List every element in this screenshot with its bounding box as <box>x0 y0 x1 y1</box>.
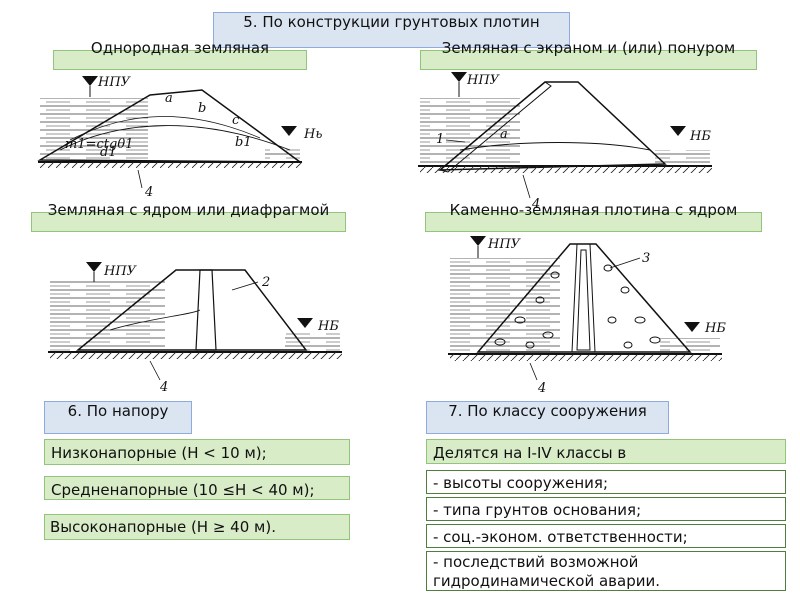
dam-body <box>476 243 692 353</box>
by-head-title: 6. По напору <box>44 401 192 434</box>
label-2: 2 <box>261 275 270 290</box>
label-npu: НПУ <box>487 237 522 252</box>
label-nb: Нь <box>303 127 322 142</box>
npu-marker-icon <box>470 236 486 246</box>
screen-dam-diagram: НПУ НБ 1 a 4 <box>418 72 712 212</box>
foundation-hatch <box>450 354 722 361</box>
core <box>195 269 217 351</box>
type-screen-label: Земляная с экраном и (или) понуром <box>420 39 757 70</box>
type-homogeneous-label: Однородная земляная <box>53 39 307 70</box>
label-4: 4 <box>144 185 153 200</box>
type-rockfill-text: Каменно-земляная плотина с ядром <box>449 201 738 219</box>
type-screen-text: Земляная с экраном и (или) понуром <box>441 39 736 57</box>
rockfill-dam-diagram: НПУ НБ 3 4 <box>448 236 726 396</box>
upstream-water <box>450 258 560 353</box>
label-4: 4 <box>537 381 546 396</box>
class-intro: Делятся на I-IV классы в <box>426 439 786 464</box>
foundation-hatch <box>420 166 712 173</box>
core-outer <box>571 243 596 353</box>
label-npu: НПУ <box>466 73 501 88</box>
type-homogeneous-text: Однородная земляная <box>90 39 270 57</box>
label-c: c <box>232 113 240 128</box>
label-npu: НПУ <box>103 264 138 279</box>
label-b: b <box>198 101 206 116</box>
label-4: 4 <box>159 380 168 395</box>
label-3: 3 <box>642 251 650 266</box>
class-criterion-soil: - типа грунтов основания; <box>426 497 786 521</box>
filtration-line <box>59 125 291 151</box>
class-criterion-height: - высоты сооружения; <box>426 470 786 494</box>
npu-marker-icon <box>451 72 467 82</box>
downstream-water <box>660 338 720 353</box>
class-criterion-social: - соц.-эконом. ответственности; <box>426 524 786 548</box>
nb-marker-icon <box>297 318 313 328</box>
filtration-line <box>109 309 201 331</box>
filtration-line <box>69 116 261 141</box>
nb-marker-icon <box>670 126 686 136</box>
label-b1: b1 <box>235 135 252 150</box>
label-nb: НБ <box>317 319 339 334</box>
class-criterion-accident: - последствий возможной гидродинамическо… <box>426 551 786 591</box>
label-1: 1 <box>436 132 444 147</box>
head-medium-item: Средненапорные (10 ≤Н < 40 м); <box>44 476 350 500</box>
upstream-water <box>50 280 165 352</box>
head-high-item: Высоконапорные (Н ≥ 40 м). <box>44 514 350 564</box>
rock-fill <box>494 264 661 349</box>
core-dam-diagram: НПУ НБ 2 4 <box>48 262 342 395</box>
downstream-water <box>265 148 300 160</box>
label-nb: НБ <box>689 129 711 144</box>
head-low-item: Низконапорные (Н < 10 м); <box>44 439 350 465</box>
head-high-text: Высоконапорные (Н ≥ 40 м). <box>50 518 276 536</box>
type-core-text: Земляная с ядром или диафрагмой <box>47 201 330 219</box>
leader-line <box>149 360 161 381</box>
label-npu: НПУ <box>97 75 132 90</box>
head-high-bg <box>44 514 350 540</box>
type-core-label: Земляная с ядром или диафрагмой <box>31 201 346 232</box>
label-d1: d1 <box>100 145 117 160</box>
downstream-water <box>285 332 340 352</box>
label-a: a <box>500 127 508 142</box>
npu-marker-icon <box>82 76 98 86</box>
leader-line <box>231 281 259 291</box>
nb-marker-icon <box>684 322 700 332</box>
core <box>576 249 591 351</box>
label-nb: НБ <box>704 321 726 336</box>
page-title: 5. По конструкции грунтовых плотин <box>213 12 570 48</box>
label-formula: m1=ctgθ1 <box>65 137 133 152</box>
homogeneous-dam-diagram: НПУ Нь m1=ctgθ1 a b c b1 d1 4 <box>37 75 322 200</box>
leader-line <box>445 139 466 143</box>
foundation-hatch <box>40 162 302 168</box>
type-rockfill-label: Каменно-земляная плотина с ядром <box>425 201 762 232</box>
label-a: a <box>165 91 173 106</box>
foundation-hatch <box>50 352 342 359</box>
downstream-water <box>655 150 710 164</box>
dam-body <box>75 269 308 351</box>
by-class-title: 7. По классу сооружения <box>426 401 669 434</box>
nb-marker-icon <box>281 126 297 136</box>
leader-line <box>609 257 641 269</box>
npu-marker-icon <box>86 262 102 272</box>
leader-line <box>522 174 531 199</box>
filtration-line <box>459 142 651 151</box>
leader-line <box>137 169 143 189</box>
label-4: 4 <box>531 197 540 212</box>
leader-line <box>529 362 538 381</box>
